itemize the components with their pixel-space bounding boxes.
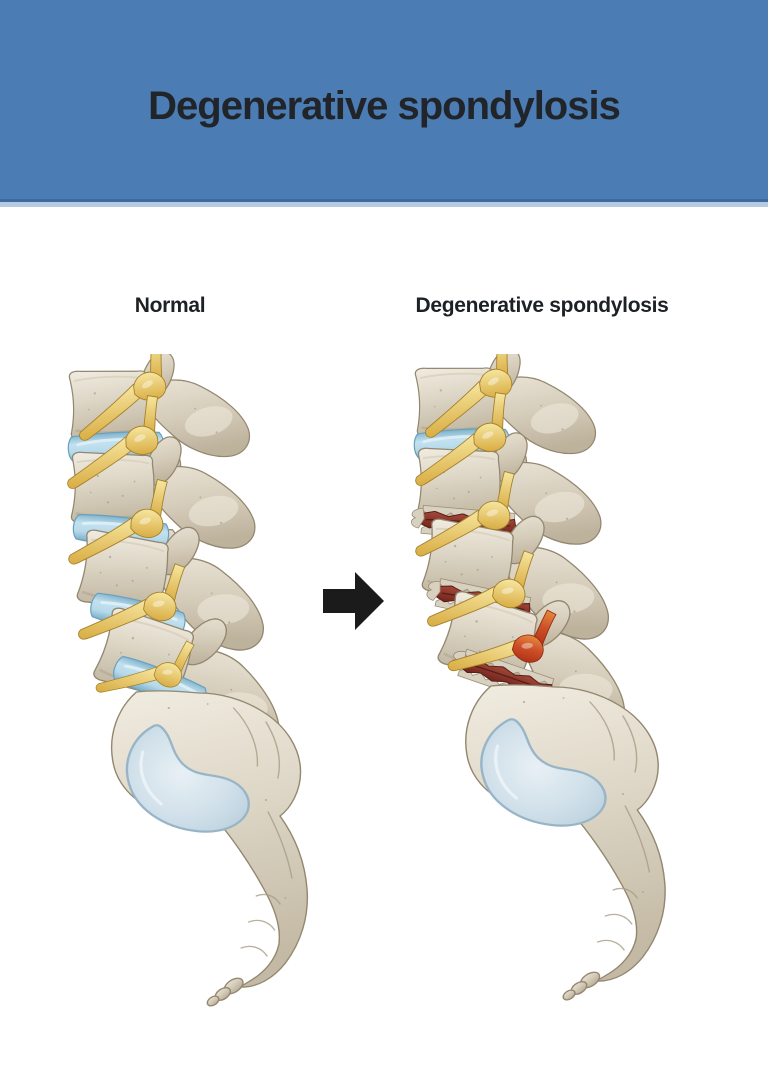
spine-illustration-degenerative [409,354,667,1004]
page-title: Degenerative spondylosis [148,84,621,128]
header-banner: Degenerative spondylosis [0,0,768,202]
label-degenerative: Degenerative spondylosis [415,294,669,317]
sacrum-coccyx [464,683,667,1004]
spine-illustration-normal [62,354,309,1010]
figure-area: Normal Degenerative spondylosis [0,202,768,1086]
sacrum-coccyx [110,689,309,1010]
label-normal: Normal [134,294,206,317]
right-arrow-icon [323,572,384,630]
